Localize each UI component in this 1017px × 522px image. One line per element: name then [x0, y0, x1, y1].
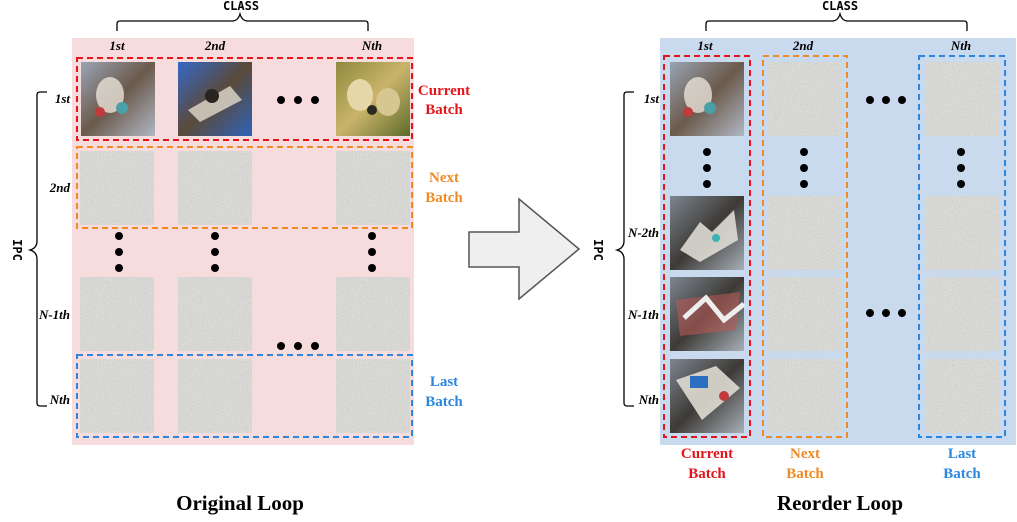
right-vertical-ellipsis — [957, 148, 965, 188]
arrow-right-icon — [468, 197, 581, 301]
right-noise-image — [925, 62, 999, 136]
right-class-label: CLASS — [822, 0, 858, 13]
right-panel-title: Reorder Loop — [777, 491, 903, 515]
right-noise-image — [768, 277, 842, 351]
right-last-batch-box — [918, 55, 1006, 438]
right-ellipsis — [866, 309, 906, 317]
left-col-header: Nth — [361, 38, 382, 53]
left-ellipsis — [277, 96, 319, 104]
left-vertical-ellipsis — [115, 232, 376, 272]
left-next-batch-box — [76, 146, 413, 229]
left-noise-image — [178, 277, 252, 351]
left-noise-image — [80, 277, 154, 351]
right-row-label: 1st — [644, 91, 660, 106]
right-next-batch-label: Next — [790, 446, 820, 462]
right-vertical-ellipsis — [703, 148, 711, 188]
right-current-batch-label: Batch — [688, 466, 726, 482]
left-panel-title: Original Loop — [176, 491, 304, 515]
left-current-batch-label: Batch — [425, 102, 463, 118]
right-current-batch-box — [663, 55, 751, 438]
right-row-label: N-1th — [627, 307, 659, 322]
right-col-header: 1st — [697, 38, 713, 53]
right-next-batch-box — [762, 55, 848, 438]
left-ellipsis — [277, 342, 319, 350]
left-class-brace — [116, 11, 369, 31]
right-current-batch-label: Current — [681, 446, 733, 462]
left-noise-image — [178, 151, 252, 225]
right-noise-image — [925, 277, 999, 351]
left-next-batch-label: Batch — [425, 190, 463, 206]
right-row-label: Nth — [638, 392, 659, 407]
right-ellipsis — [866, 96, 906, 104]
left-last-batch-label: Last — [430, 374, 458, 390]
right-col-header: Nth — [950, 38, 971, 53]
left-row-label: N-1th — [38, 307, 70, 322]
left-ipc-brace — [27, 91, 47, 407]
left-last-batch-label: Batch — [425, 394, 463, 410]
right-last-batch-label: Last — [948, 446, 976, 462]
left-noise-image — [336, 151, 410, 225]
left-noise-image — [80, 359, 154, 433]
right-row-label: N-2th — [627, 225, 659, 240]
left-ipc-label: IPC — [10, 239, 24, 261]
left-current-batch-label: Current — [418, 83, 470, 99]
right-vertical-ellipsis — [800, 148, 808, 188]
right-ipc-label: IPC — [591, 239, 605, 261]
left-class-label: CLASS — [223, 0, 259, 13]
left-noise-image — [336, 277, 410, 351]
left-row-label: 2nd — [49, 180, 71, 195]
right-synth-image — [670, 196, 744, 270]
right-noise-image — [925, 196, 999, 270]
right-class-brace — [705, 11, 968, 31]
left-noise-image — [80, 151, 154, 225]
right-col-header: 2nd — [792, 38, 814, 53]
right-noise-image — [768, 196, 842, 270]
right-noise-image — [768, 359, 842, 433]
left-noise-image — [178, 359, 252, 433]
right-noise-image — [768, 62, 842, 136]
reorder-loop-panel: CLASS 1st 2nd Nth IPC 1st N-2th N-1th Nt… — [591, 0, 1016, 515]
left-row-label: 1st — [55, 91, 71, 106]
right-last-batch-label: Batch — [943, 466, 981, 482]
left-row-label: Nth — [49, 392, 70, 407]
left-synth-image — [336, 62, 410, 136]
right-synth-image — [670, 277, 746, 351]
left-last-batch-box — [76, 354, 413, 438]
left-current-batch-box — [76, 57, 413, 141]
right-next-batch-label: Batch — [786, 466, 824, 482]
original-loop-panel: CLASS 1st 2nd Nth IPC 1st 2nd N-1th Nth — [10, 0, 470, 515]
left-synth-image — [178, 62, 252, 136]
right-ipc-brace — [614, 91, 634, 407]
left-next-batch-label: Next — [429, 170, 459, 186]
left-synth-image — [81, 62, 155, 136]
left-col-header: 2nd — [204, 38, 226, 53]
right-synth-image — [670, 62, 744, 136]
left-noise-image — [336, 359, 410, 433]
right-noise-image — [925, 359, 999, 433]
left-col-header: 1st — [109, 38, 125, 53]
right-synth-image — [670, 359, 744, 433]
